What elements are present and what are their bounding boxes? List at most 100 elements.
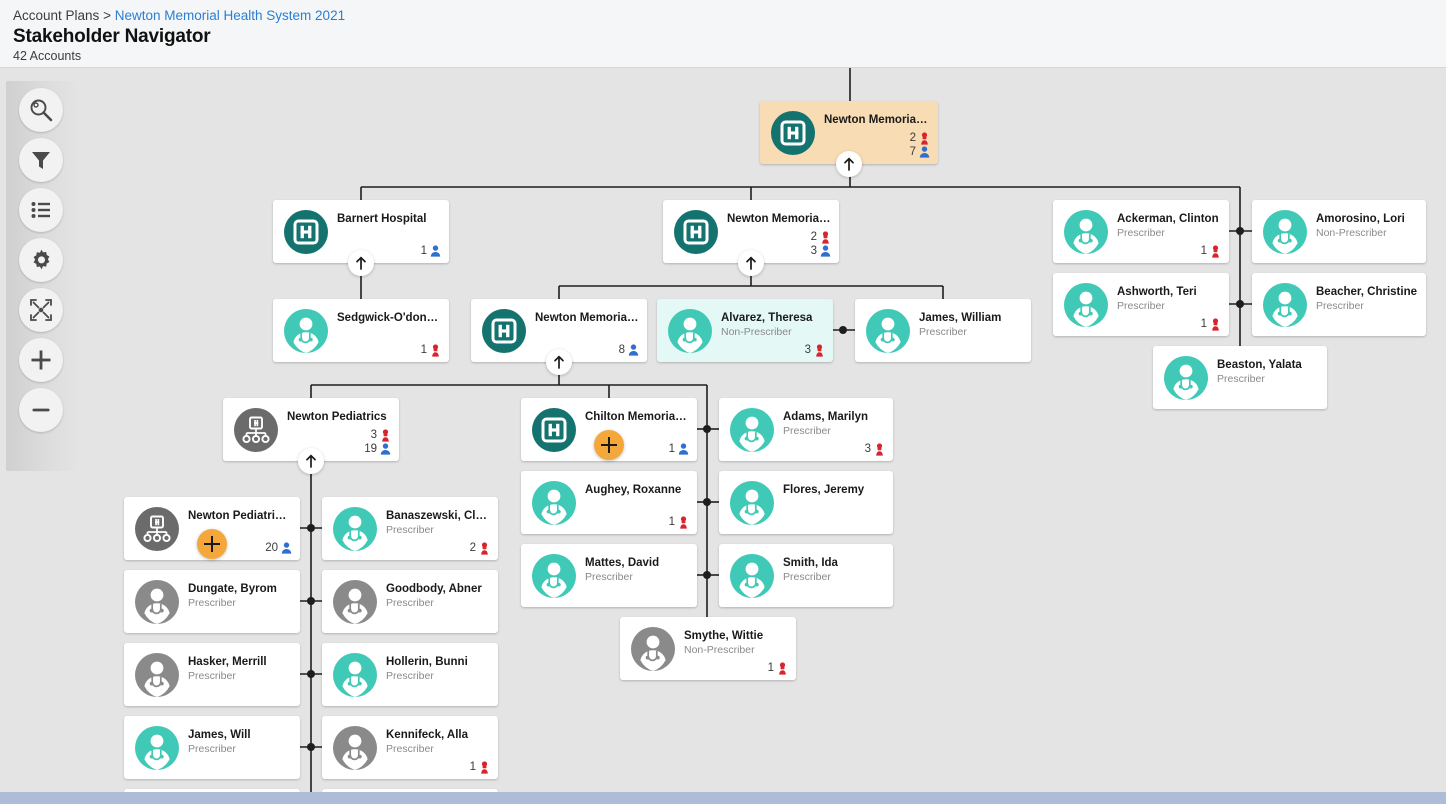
node-title: Aughey, Roxanne <box>585 484 682 496</box>
page-title: Stakeholder Navigator <box>13 26 211 47</box>
page-header: Account Plans > Newton Memorial Health S… <box>0 0 1446 68</box>
pawn-badge: 1 <box>421 343 441 357</box>
org-node[interactable] <box>124 789 300 792</box>
pawn-badge-count: 2 <box>909 132 916 144</box>
person-avatar-icon <box>333 725 377 770</box>
node-title: Newton Memorial Health... <box>824 114 930 126</box>
gear-icon[interactable] <box>19 238 63 282</box>
collapse-toggle[interactable] <box>738 250 764 276</box>
org-node[interactable]: Flores, Jeremy <box>719 471 893 534</box>
hospital-icon <box>284 209 328 254</box>
fit-to-screen-icon[interactable] <box>19 288 63 332</box>
collapse-toggle[interactable] <box>298 448 324 474</box>
node-avatar <box>333 579 377 624</box>
filter-icon[interactable] <box>19 138 63 182</box>
pawn-badge: 1 <box>768 661 788 675</box>
person-avatar-icon <box>730 553 774 598</box>
zoom-out-icon[interactable] <box>19 388 63 432</box>
node-badges: 1 <box>669 442 689 456</box>
node-badges: 1 <box>470 760 490 774</box>
collapse-arrow-icon <box>306 454 316 468</box>
node-avatar <box>730 480 774 525</box>
node-avatar <box>730 553 774 598</box>
expand-node-button[interactable] <box>197 529 227 559</box>
node-avatar <box>135 725 179 770</box>
node-title: Flores, Jeremy <box>783 484 865 496</box>
person-badge-count: 1 <box>420 245 427 257</box>
person-avatar-icon <box>1263 209 1307 254</box>
node-badges: 1 <box>421 244 441 258</box>
pawn-badge: 3 <box>865 442 885 456</box>
node-title: Banaszewski, Claudio <box>386 510 490 522</box>
node-badges: 1 <box>421 343 441 357</box>
zoom-in-icon[interactable] <box>19 338 63 382</box>
org-node[interactable] <box>322 789 498 792</box>
node-subtitle: Prescriber <box>1217 373 1265 385</box>
node-title: Mattes, David <box>585 557 660 569</box>
pawn-badge: 3 <box>364 428 391 442</box>
person-avatar-icon <box>668 308 712 353</box>
person-badge: 1 <box>421 244 441 258</box>
person-badge: 20 <box>265 541 292 555</box>
node-title: Alvarez, Theresa <box>721 312 813 324</box>
pawn-badge: 2 <box>910 131 930 145</box>
person-badge-count: 19 <box>364 443 377 455</box>
pawn-badge-count: 2 <box>810 231 817 243</box>
node-subtitle: Non-Prescriber <box>721 326 792 338</box>
node-subtitle: Prescriber <box>783 425 831 437</box>
node-avatar <box>482 308 526 353</box>
collapse-toggle[interactable] <box>836 151 862 177</box>
breadcrumb-separator: > <box>103 8 111 23</box>
search-icon[interactable] <box>19 88 63 132</box>
breadcrumb-current[interactable]: Newton Memorial Health System 2021 <box>114 8 346 23</box>
list-icon[interactable] <box>19 188 63 232</box>
node-subtitle: Prescriber <box>919 326 967 338</box>
node-subtitle: Non-Prescriber <box>684 644 755 656</box>
node-title: Newton Memorial West <box>727 213 831 225</box>
pawn-badge-icon <box>432 343 439 357</box>
node-avatar <box>1263 282 1307 327</box>
breadcrumb-root[interactable]: Account Plans <box>13 8 100 23</box>
hospital-icon <box>771 110 815 155</box>
node-badges: 3 <box>805 343 825 357</box>
person-badge-icon <box>430 245 441 257</box>
expand-node-button[interactable] <box>594 430 624 460</box>
collapse-toggle[interactable] <box>348 250 374 276</box>
org-node[interactable]: Banaszewski, ClaudioPrescriber2 <box>322 497 498 560</box>
org-node[interactable]: Sedgwick-O'donnell, Sara1 <box>273 299 449 362</box>
pawn-badge-icon <box>481 760 488 774</box>
pawn-badge: 2 <box>470 541 490 555</box>
collapse-toggle[interactable] <box>546 349 572 375</box>
pawn-badge-icon <box>1212 244 1219 258</box>
pawn-badge-icon <box>382 428 389 442</box>
node-subtitle: Prescriber <box>188 743 236 755</box>
node-avatar <box>532 553 576 598</box>
person-badge-icon <box>281 542 292 554</box>
account-count: 42 Accounts <box>13 49 82 63</box>
person-badge-count: 20 <box>265 542 278 554</box>
